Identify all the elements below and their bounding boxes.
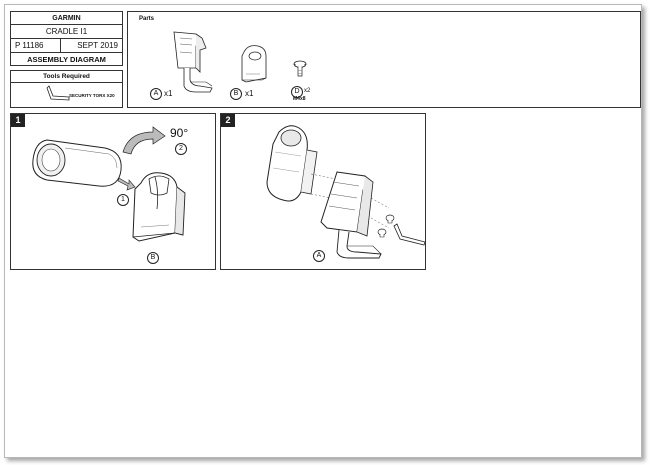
rotation-angle: 90° xyxy=(170,126,189,140)
insert-arrow-icon xyxy=(117,177,136,191)
title-divider xyxy=(60,39,61,53)
hex-key-icon xyxy=(393,223,426,246)
exploded-holder-drawing xyxy=(266,125,318,202)
screw-icon xyxy=(385,214,395,224)
rotate-arrow-icon xyxy=(122,126,166,155)
part-d-qty: x2 xyxy=(304,88,311,94)
product-name: CRADLE I1 xyxy=(11,25,122,39)
cradle-part-drawing xyxy=(173,31,213,93)
step-2-callout-a: A xyxy=(313,250,325,262)
cradle-assembly-drawing xyxy=(320,171,382,259)
screw-icon xyxy=(377,228,387,238)
step-1-panel: 1 90° 2 1 B xyxy=(10,113,216,270)
part-a-qty: x1 xyxy=(164,89,173,98)
parts-block: Parts A x1 B x1 D x2 M4x8 xyxy=(127,11,641,108)
hex-key-icon xyxy=(46,85,70,101)
part-b-callout: B xyxy=(230,88,242,100)
holder-assembly-drawing xyxy=(132,172,186,242)
step-1-callout-b: B xyxy=(147,252,159,264)
part-date-row: P 11186 SEPT 2019 xyxy=(11,39,122,53)
diagram-sheet: GARMIN CRADLE I1 P 11186 SEPT 2019 ASSEM… xyxy=(4,4,642,458)
title-block: GARMIN CRADLE I1 P 11186 SEPT 2019 ASSEM… xyxy=(10,11,123,66)
holder-part-drawing xyxy=(241,45,267,83)
tool-name: SECURITY TORX X20 xyxy=(69,93,115,98)
step-1-callout-2: 2 xyxy=(175,143,187,155)
part-number: P 11186 xyxy=(15,41,44,50)
device-drawing xyxy=(32,139,122,187)
parts-heading: Parts xyxy=(139,16,155,22)
document-type: ASSEMBLY DIAGRAM xyxy=(27,55,106,64)
screw-part-drawing xyxy=(293,60,307,77)
part-d-callout: D xyxy=(291,86,303,98)
brand-name: GARMIN xyxy=(11,12,122,25)
step-2-panel: 2 xyxy=(220,113,426,270)
part-d-spec: M4x8 xyxy=(293,96,306,102)
step-1-number: 1 xyxy=(11,114,25,127)
issue-date: SEPT 2019 xyxy=(77,41,118,50)
tools-block: Tools Required SECURITY TORX X20 xyxy=(10,70,123,108)
part-a-callout: A xyxy=(150,88,162,100)
step-1-callout-1: 1 xyxy=(117,194,129,206)
part-b-qty: x1 xyxy=(245,89,254,98)
tools-heading: Tools Required xyxy=(11,71,122,83)
step-2-number: 2 xyxy=(221,114,235,127)
